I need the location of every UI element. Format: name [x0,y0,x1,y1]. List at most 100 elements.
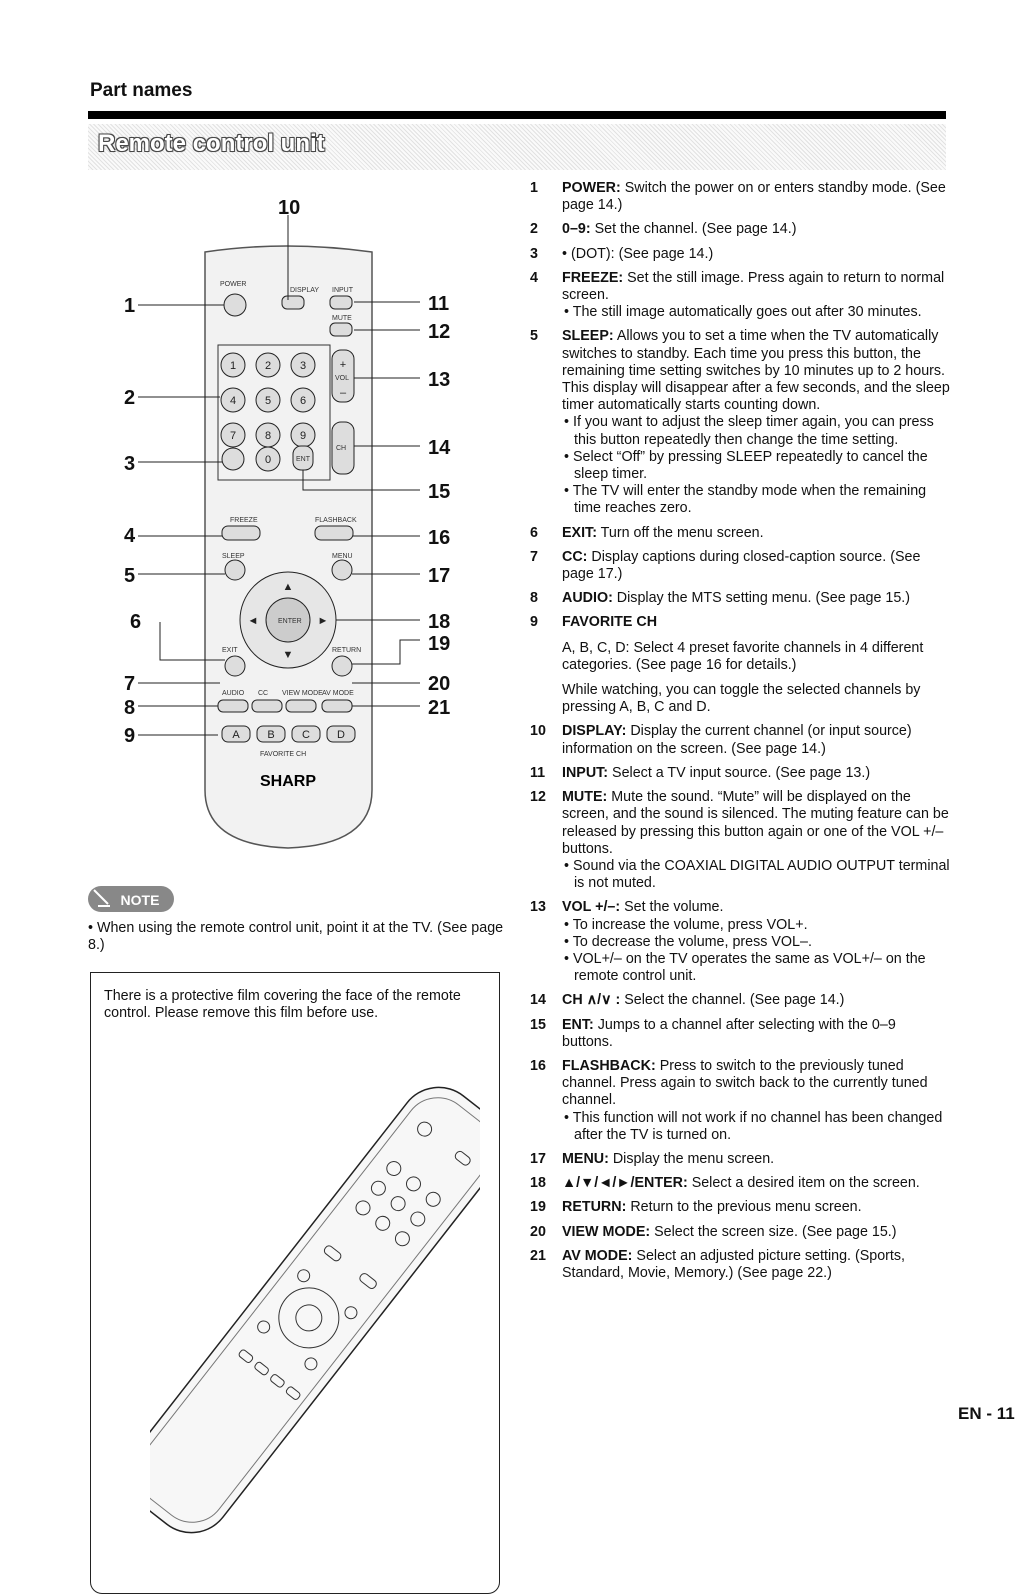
favorite-button-label: C [302,729,310,741]
callout-number: 16 [428,527,450,549]
up-arrow: ▲ [283,581,294,593]
callout-number: 7 [124,673,135,695]
item-paragraph: A, B, C, D: Select 4 preset favorite cha… [562,639,924,673]
return-btn-label: RETURN [332,647,361,654]
callout-number: 3 [124,453,135,475]
favorite-label: FAVORITE CH [260,751,306,758]
item-body: 0–9: Set the channel. (See page 14.) [562,221,797,238]
item-number: 8 [530,590,538,607]
cc-btn-label: CC [258,690,268,697]
callout-number: 10 [278,197,300,219]
digit-button [220,352,246,378]
digit-button [255,352,281,378]
right-arrow: ► [318,615,329,627]
note-label: NOTE [121,892,160,908]
item-body: AUDIO: Display the MTS setting menu. (Se… [562,590,911,607]
callout-number: 13 [428,369,450,391]
viewmode-button [285,699,317,713]
item-body: MUTE: Mute the sound. “Mute” will be dis… [562,789,950,892]
digit-label: 5 [265,395,271,407]
pencil-icon [93,889,110,907]
film-text: There is a protective film covering the … [104,988,461,1021]
item-paragraph: While watching, you can toggle the selec… [562,682,921,716]
menu-button [331,559,353,581]
item-body: SLEEP: Allows you to set a time when the… [562,328,950,517]
remote-film-illustration [150,1086,480,1534]
section-label: Part names [90,80,193,101]
page-number: EN - 11 [958,1404,1015,1423]
item-number: 4 [530,269,538,286]
callout-number: 21 [428,697,450,719]
flashback-btn-label: FLASHBACK [315,517,357,524]
power-button [223,293,247,317]
callout-number: 6 [130,611,141,633]
item-subnote: • To decrease the volume, press VOL–. [564,933,812,950]
favorite-button [256,725,286,743]
item-subnote: • This function will not work if no chan… [564,1109,943,1143]
item-body: • (DOT): (See page 14.) [562,245,714,262]
item-body: CC: Display captions during closed-capti… [562,548,921,583]
menu-btn-label: MENU [332,553,353,560]
callout-number: 5 [124,565,135,587]
freeze-button [221,525,261,541]
item-number: 13 [530,899,546,916]
callout-number: 20 [428,673,450,695]
audio-btn-label: AUDIO [222,690,245,697]
input-button [329,295,353,310]
digit-label: 0 [265,454,271,466]
item-number: 17 [530,1150,546,1167]
flashback-button [314,525,354,541]
note-text: • When using the remote control unit, po… [88,920,504,953]
item-number: 14 [530,992,546,1009]
item-number: 1 [530,180,538,196]
callout-number: 12 [428,321,450,343]
item-number: 19 [530,1199,546,1216]
input-btn-label: INPUT [332,287,354,294]
display-btn-label: DISPLAY [290,287,319,294]
title-band [88,124,946,170]
item-body: FREEZE: Set the still image. Press again… [562,270,950,322]
item-subnote: • The TV will enter the standby mode whe… [564,483,927,517]
top-rule [88,111,946,119]
item-number: 21 [530,1247,546,1264]
item-subnote: • Sound via the COAXIAL DIGITAL AUDIO OU… [564,857,950,892]
digit-label: 2 [265,360,271,372]
digit-label: 4 [230,395,236,407]
item-subnote: • If you want to adjust the sleep timer … [564,414,934,448]
item-subnote: • Select “Off” by pressing SLEEP repeate… [564,448,928,483]
left-arrow: ◄ [248,615,259,627]
digit-label: 8 [265,430,271,442]
item-body: ▲/▼/◄/►/ENTER: Select a desired item on … [562,1175,920,1192]
item-number: 20 [530,1223,546,1240]
page-title: Remote control unit [98,130,325,157]
digit-button [290,352,316,378]
item-body: INPUT: Select a TV input source. (See pa… [562,764,871,781]
item-body: FLASHBACK: Press to switch to the previo… [562,1058,950,1144]
ent-label: ENT [296,456,311,463]
digit-label: 9 [300,430,306,442]
item-number: 9 [530,614,538,631]
callout-number: 4 [124,525,136,547]
item-body: EXIT: Turn off the menu screen. [562,524,764,541]
item-number: 6 [530,524,538,541]
callout-number: 14 [428,437,451,459]
list-item: 14 CH ∧/∨ : Select the channel. (See page… [530,992,950,1009]
item-number: 16 [530,1057,546,1074]
cc-button [251,699,283,713]
item-body: CH ∧/∨ : Select the channel. (See page 1… [562,992,845,1009]
callout-number: 18 [428,611,450,633]
item-body: AV MODE: Select an adjusted picture sett… [562,1247,906,1281]
digit-label: 6 [300,395,306,407]
list-item: 21 AV MODE: Select an adjusted picture se… [530,1248,950,1282]
sleep-button [224,559,246,581]
favorite-button-label: B [267,729,274,741]
